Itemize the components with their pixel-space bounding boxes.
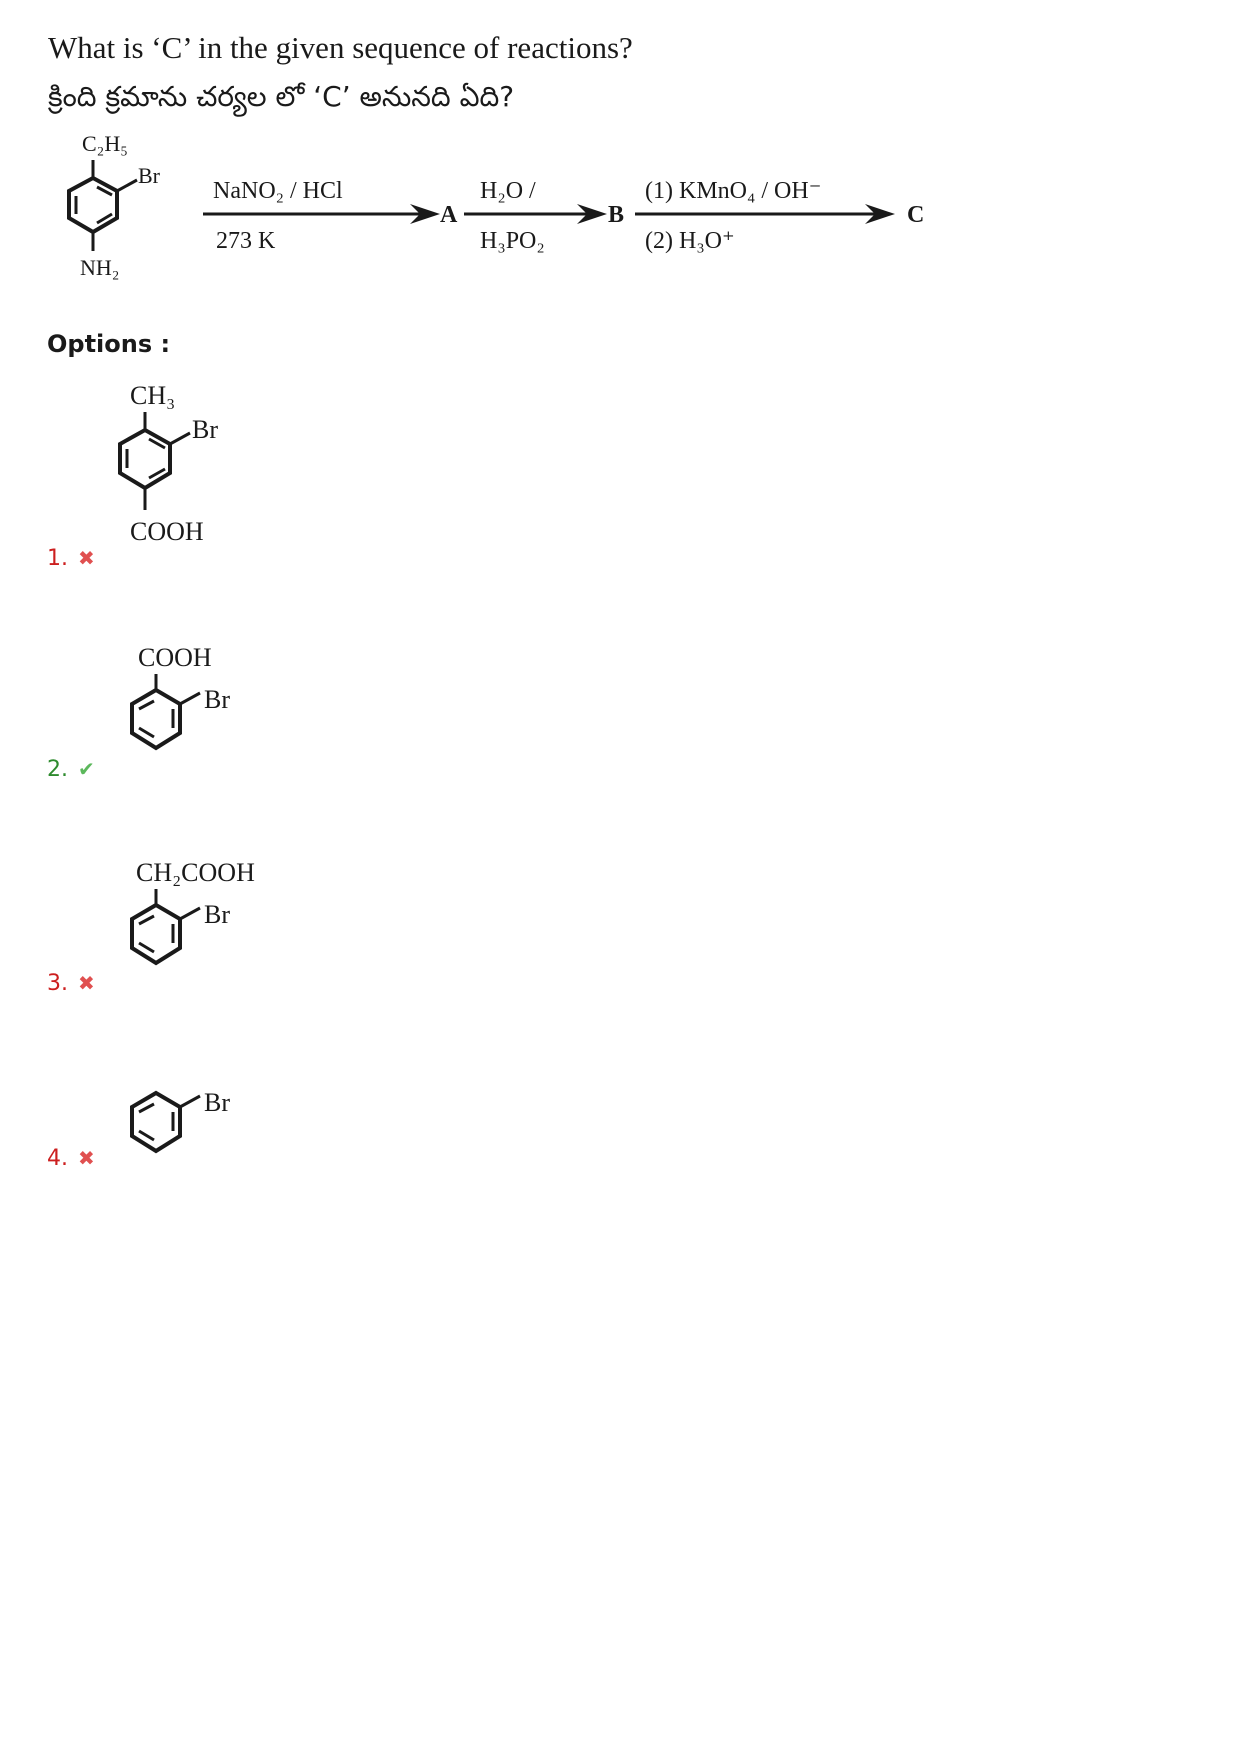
option-1-number: 1. — [47, 546, 68, 571]
start-side-group: Br — [138, 163, 161, 188]
option-2-label[interactable]: 2. ✔ — [47, 756, 95, 782]
step3-condition: (2) H₃O⁺ — [645, 228, 735, 254]
step1-arrowhead — [410, 204, 440, 224]
option-1-side-bond — [169, 431, 191, 446]
option-1-double-bond — [148, 437, 166, 450]
option-4-number: 4. — [47, 1146, 68, 1171]
option-3-side-group: Br — [204, 900, 230, 929]
option-3-double-bond — [138, 941, 155, 954]
start-double-bond — [96, 185, 113, 197]
option-1-label[interactable]: 1. ✖ — [47, 545, 95, 571]
check-mark-icon: ✔ — [78, 759, 95, 781]
option-1-side-group: Br — [192, 415, 218, 444]
option-3-number: 3. — [47, 971, 68, 996]
option-2-double-bond — [138, 699, 155, 711]
question-english: What is ‘C’ in the given sequence of rea… — [48, 30, 633, 65]
step2-reagent: H₂O / — [480, 178, 536, 204]
option-2-side-bond — [179, 691, 201, 706]
wrong-mark-icon: ✖ — [78, 1148, 95, 1170]
wrong-mark-icon: ✖ — [78, 548, 95, 570]
option-3-label[interactable]: 3. ✖ — [47, 970, 95, 996]
start-molecule: C₂H₅ Br NH₂ — [67, 131, 161, 280]
option-4-double-bond — [138, 1102, 155, 1114]
start-bottom-group: NH₂ — [80, 255, 119, 280]
wrong-mark-icon: ✖ — [78, 973, 95, 995]
step1-reagent: NaNO₂ / HCl — [213, 178, 343, 204]
option-2-top-group: COOH — [138, 643, 212, 672]
start-double-bond — [96, 212, 113, 225]
option-3-side-bond — [179, 906, 201, 921]
option-2-structure: COOH Br — [130, 643, 230, 751]
option-3-double-bond — [138, 914, 155, 926]
option-1-double-bond — [148, 467, 166, 480]
option-1-top-group: CH₃ — [130, 381, 175, 410]
option-4-side-bond — [179, 1094, 201, 1109]
option-4-label[interactable]: 4. ✖ — [47, 1145, 95, 1171]
option-4-side-group: Br — [204, 1088, 230, 1117]
option-1-structure: CH₃ Br COOH — [118, 381, 218, 546]
option-2-number: 2. — [47, 757, 68, 782]
step2-arrowhead — [577, 204, 607, 224]
option-2-double-bond — [138, 726, 155, 739]
option-4-structure: Br — [130, 1088, 230, 1154]
step3-reagent: (1) KMnO₄ / OH⁻ — [645, 178, 821, 204]
reaction-scheme: C₂H₅ Br NH₂ NaNO₂ / HCl 273 K A H₂O / H₃… — [67, 131, 924, 280]
step3-arrowhead — [865, 204, 895, 224]
start-side-bond — [116, 178, 138, 193]
step2-condition: H₃PO₂ — [480, 228, 545, 254]
options-heading: Options : — [47, 330, 171, 358]
product-a: A — [440, 202, 458, 228]
product-c: C — [907, 202, 924, 228]
start-top-group: C₂H₅ — [82, 131, 128, 156]
option-3-top-group: CH₂COOH — [136, 858, 255, 887]
option-2-side-group: Br — [204, 685, 230, 714]
step1-condition: 273 K — [216, 228, 276, 254]
product-b: B — [608, 202, 624, 228]
option-4-double-bond — [138, 1129, 155, 1142]
option-3-structure: CH₂COOH Br — [130, 858, 255, 966]
option-1-bottom-group: COOH — [130, 517, 204, 546]
question-telugu: క్రింది క్రమాను చర్యల లో ‘C’ అనునది ఏది? — [48, 80, 515, 113]
